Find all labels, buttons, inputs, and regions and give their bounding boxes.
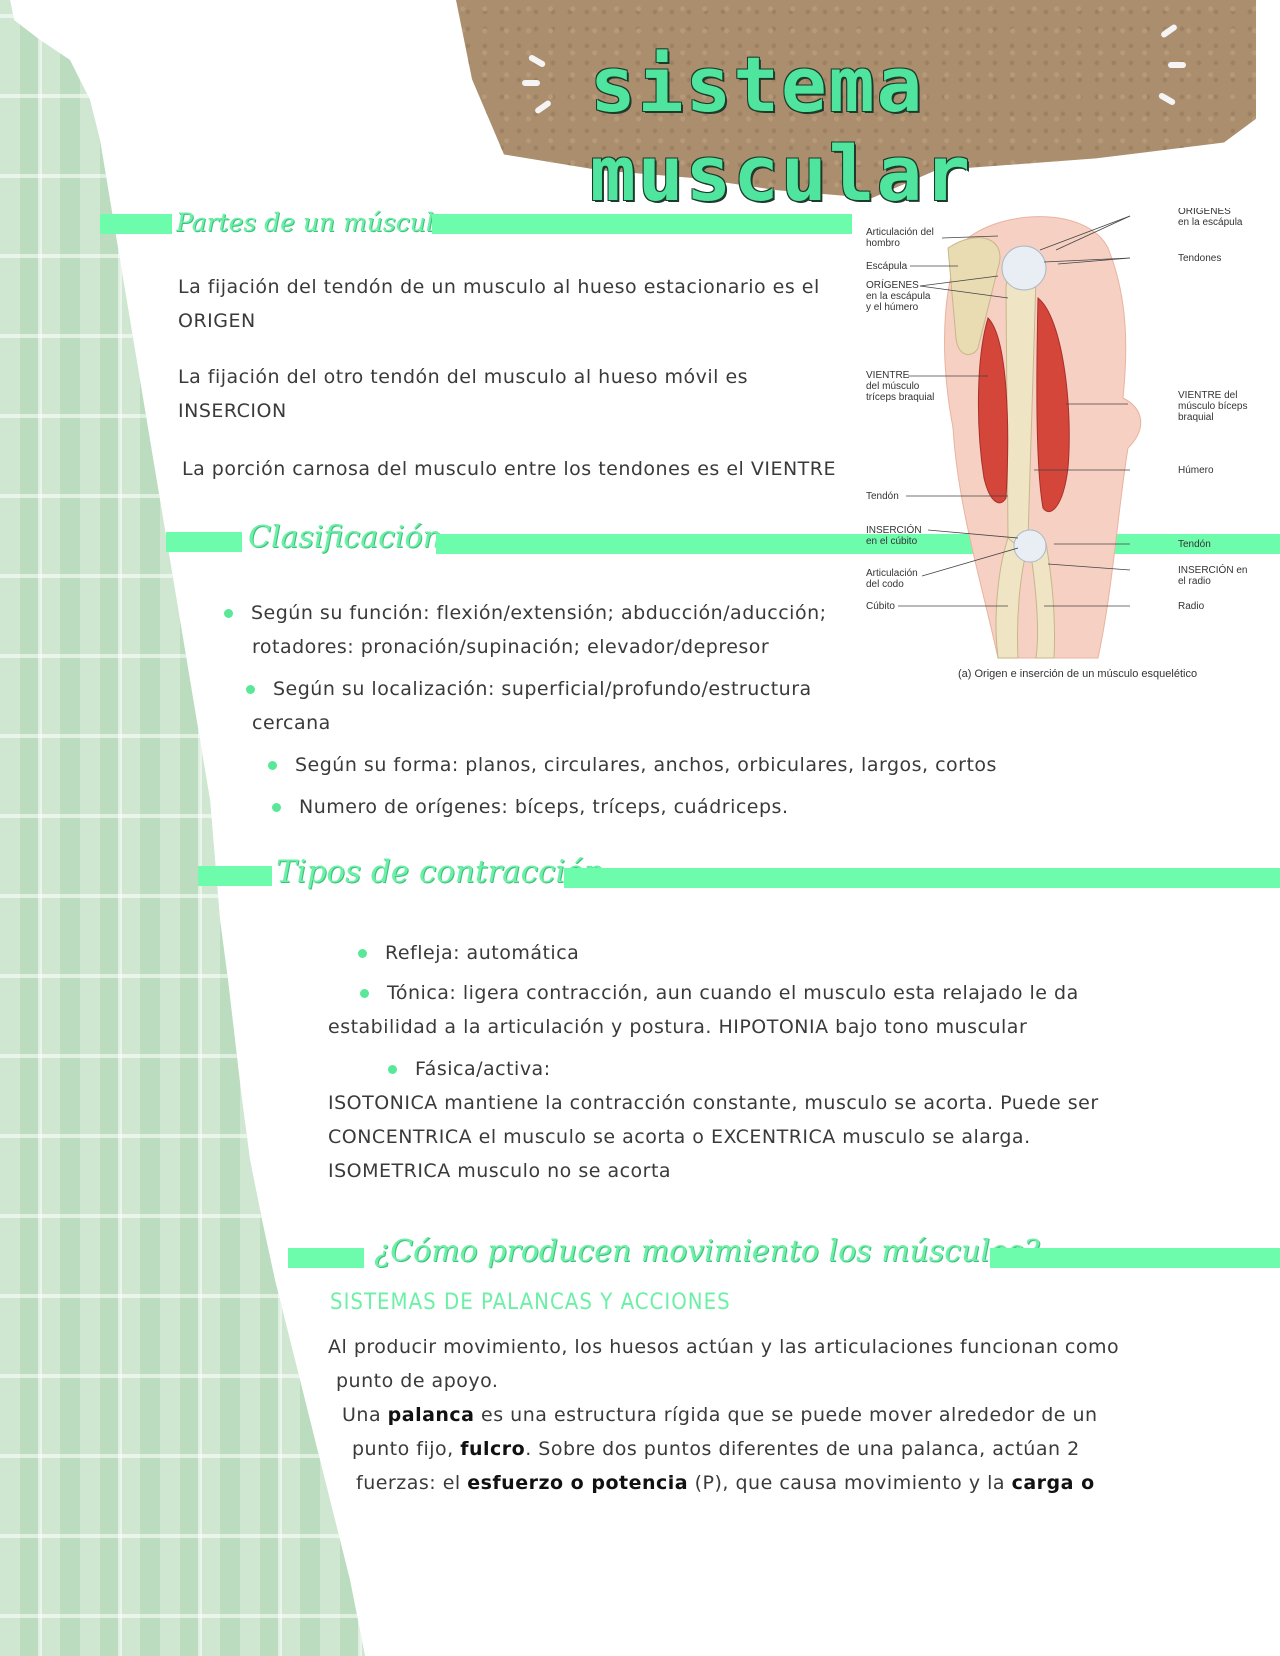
section-bar [100, 214, 172, 234]
section-bar [288, 1248, 364, 1268]
bullet-text: Según su localización: superficial/profu… [246, 672, 812, 706]
list-item: Fásica/activa: [388, 1052, 551, 1086]
bold-term: palanca [387, 1404, 475, 1426]
text-line: CONCENTRICA el musculo se acorta o EXCEN… [328, 1126, 1031, 1148]
label-vientre-triceps-3: tríceps braquial [866, 392, 934, 403]
section-heading-movimiento: ¿Cómo producen movimiento los músculos? [374, 1234, 1040, 1269]
label-radio: Radio [1178, 601, 1205, 612]
section-heading-tipos: Tipos de contracción [276, 854, 604, 890]
text-span: es una estructura rígida que se puede mo… [474, 1404, 1098, 1426]
list-item: Según su función: flexión/extensión; abd… [224, 596, 827, 664]
paragraph-vientre: La porción carnosa del musculo entre los… [182, 458, 836, 480]
label-articulacion-codo: Articulación [866, 568, 918, 579]
label-vientre-biceps: VIENTRE del [1178, 390, 1237, 401]
label-humero: Húmero [1178, 465, 1214, 476]
text-span: fuerzas: el [356, 1472, 468, 1494]
text-line: La fijación del otro tendón del musculo … [178, 366, 749, 388]
label-origenes-right-2: en la escápula [1178, 217, 1243, 228]
text-line: Una palanca es una estructura rígida que… [342, 1398, 1098, 1432]
text-line: fuerzas: el esfuerzo o potencia (P), que… [342, 1466, 1098, 1500]
bold-term: fulcro [460, 1438, 526, 1460]
text-span: (P), que causa movimiento y la [688, 1472, 1012, 1494]
list-item: Refleja: automática [358, 936, 579, 970]
label-articulacion-hombro-2: hombro [866, 238, 900, 249]
label-cubito: Cúbito [866, 601, 895, 612]
label-vientre-biceps-3: braquial [1178, 412, 1214, 423]
figure-caption: (a) Origen e inserción de un músculo esq… [958, 668, 1198, 680]
bullet-text: Tónica: ligera contracción, aun cuando e… [328, 976, 1079, 1010]
label-insercion-radio: INSERCIÓN en [1178, 563, 1247, 576]
section-bar [564, 868, 1280, 888]
text-span: . Sobre dos puntos diferentes de una pal… [525, 1438, 1080, 1460]
list-item: Según su localización: superficial/profu… [246, 672, 812, 740]
label-origenes-left-2: en la escápula [866, 291, 931, 302]
label-insercion-radio-2: el radio [1178, 576, 1211, 587]
label-origenes-left: ORÍGENES [866, 278, 919, 291]
text-line: cercana [252, 712, 331, 734]
label-origenes-left-3: y el húmero [866, 302, 919, 313]
label-escapula: Escápula [866, 261, 908, 272]
page-title: sistema muscular [590, 40, 973, 218]
label-tendon-left: Tendón [866, 491, 899, 502]
paragraph-origen: La fijación del tendón de un musculo al … [178, 270, 820, 338]
label-insercion-cubito-2: en el cúbito [866, 536, 918, 547]
spark-decoration [1168, 62, 1186, 68]
text-line: punto fijo, fulcro. Sobre dos puntos dif… [342, 1432, 1098, 1466]
section-bar [432, 214, 852, 234]
section-bar [166, 532, 242, 552]
text-line: estabilidad a la articulación y postura.… [328, 1016, 1028, 1038]
section-bar [990, 1248, 1280, 1268]
spark-decoration [522, 80, 540, 86]
text-line: ISOTONICA mantiene la contracción consta… [328, 1092, 1099, 1114]
text-span: Una [342, 1404, 388, 1426]
list-item: Numero de orígenes: bíceps, tríceps, cuá… [272, 790, 788, 824]
text-line: rotadores: pronación/supinación; elevado… [252, 636, 770, 658]
section-heading-clasificacion: Clasificación [248, 520, 442, 555]
paragraph-isotonica: ISOTONICA mantiene la contracción consta… [328, 1086, 1099, 1188]
bullet-text: Según su función: flexión/extensión; abd… [224, 596, 827, 630]
text-line: punto de apoyo. [336, 1370, 499, 1392]
list-item: Según su forma: planos, circulares, anch… [268, 748, 997, 782]
label-origenes-right: ORÍGENES [1178, 208, 1231, 217]
list-item: Tónica: ligera contracción, aun cuando e… [328, 976, 1079, 1044]
paragraph-insercion: La fijación del otro tendón del musculo … [178, 360, 748, 428]
paragraph-movimiento: Al producir movimiento, los huesos actúa… [328, 1330, 1119, 1398]
label-vientre-biceps-2: músculo bíceps [1178, 401, 1247, 412]
label-vientre-triceps-2: del músculo [866, 381, 920, 392]
label-tendon-right: Tendón [1178, 539, 1211, 550]
text-line: La fijación del tendón de un musculo al … [178, 276, 820, 298]
text-line: ISOMETRICA musculo no se acorta [328, 1160, 672, 1182]
label-vientre-triceps: VIENTRE [866, 370, 910, 381]
label-tendones: Tendones [1178, 253, 1221, 264]
subheading-palancas: SISTEMAS DE PALANCAS Y ACCIONES [330, 1290, 731, 1315]
section-bar [198, 866, 272, 886]
arm-illustration: Articulación del hombro Escápula ORÍGENE… [866, 204, 1247, 659]
text-line: INSERCION [178, 400, 287, 422]
label-insercion-cubito: INSERCIÓN [866, 523, 922, 536]
bold-term: carga o [1011, 1472, 1095, 1494]
arm-muscle-figure: Articulación del hombro Escápula ORÍGENE… [858, 204, 1272, 678]
label-articulacion-codo-2: del codo [866, 579, 904, 590]
label-articulacion-hombro: Articulación del [866, 227, 934, 238]
paragraph-palanca: Una palanca es una estructura rígida que… [342, 1398, 1098, 1500]
text-line: Al producir movimiento, los huesos actúa… [328, 1336, 1120, 1358]
section-heading-partes: Partes de un músculo [176, 208, 449, 237]
bold-term: esfuerzo o potencia [467, 1472, 689, 1494]
text-line: ORIGEN [178, 310, 256, 332]
text-span: punto fijo, [352, 1438, 461, 1460]
